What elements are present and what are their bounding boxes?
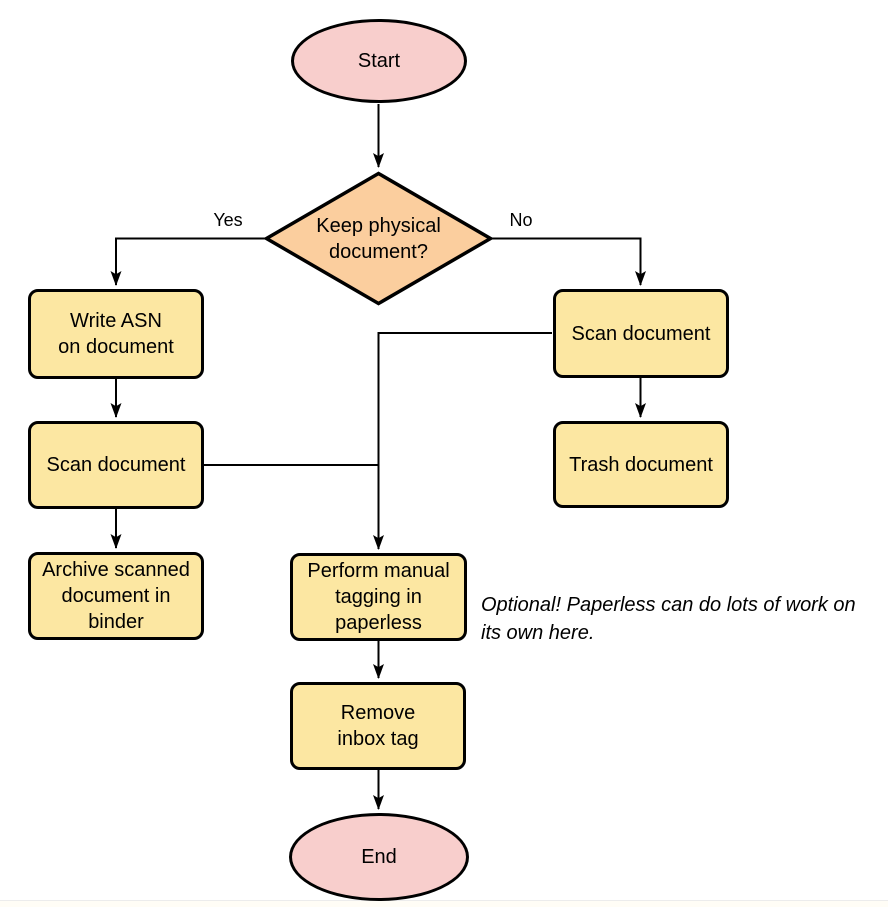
node-trash-document: Trash document: [553, 421, 729, 508]
edge-label-yes: Yes: [213, 210, 243, 230]
node-decision-keep-physical-document: Keep physical document?: [316, 214, 441, 263]
canvas-bottom-edge: [0, 900, 888, 907]
edge-decision-no-to-scan-right: [492, 237, 646, 286]
node-end: End: [289, 813, 469, 901]
node-scan-document-right: Scan document: [553, 289, 729, 378]
node-remove-inbox-tag: Remove inbox tag: [290, 682, 466, 770]
node-perform-manual-tagging: Perform manual tagging in paperless: [290, 553, 467, 641]
node-start: Start: [291, 19, 467, 103]
optional-note: Optional! Paperless can do lots of work …: [481, 594, 856, 644]
node-archive-scanned-document: Archive scanned document in binder: [28, 552, 204, 640]
edge-label-no: No: [509, 210, 533, 230]
edge-scan-right-to-tagging: [373, 332, 552, 550]
decision-diamond-shape: [263, 171, 494, 306]
node-write-asn-on-document: Write ASN on document: [28, 289, 204, 379]
edge-decision-yes-to-write-asn: [110, 237, 265, 286]
node-scan-document-left: Scan document: [28, 421, 204, 509]
